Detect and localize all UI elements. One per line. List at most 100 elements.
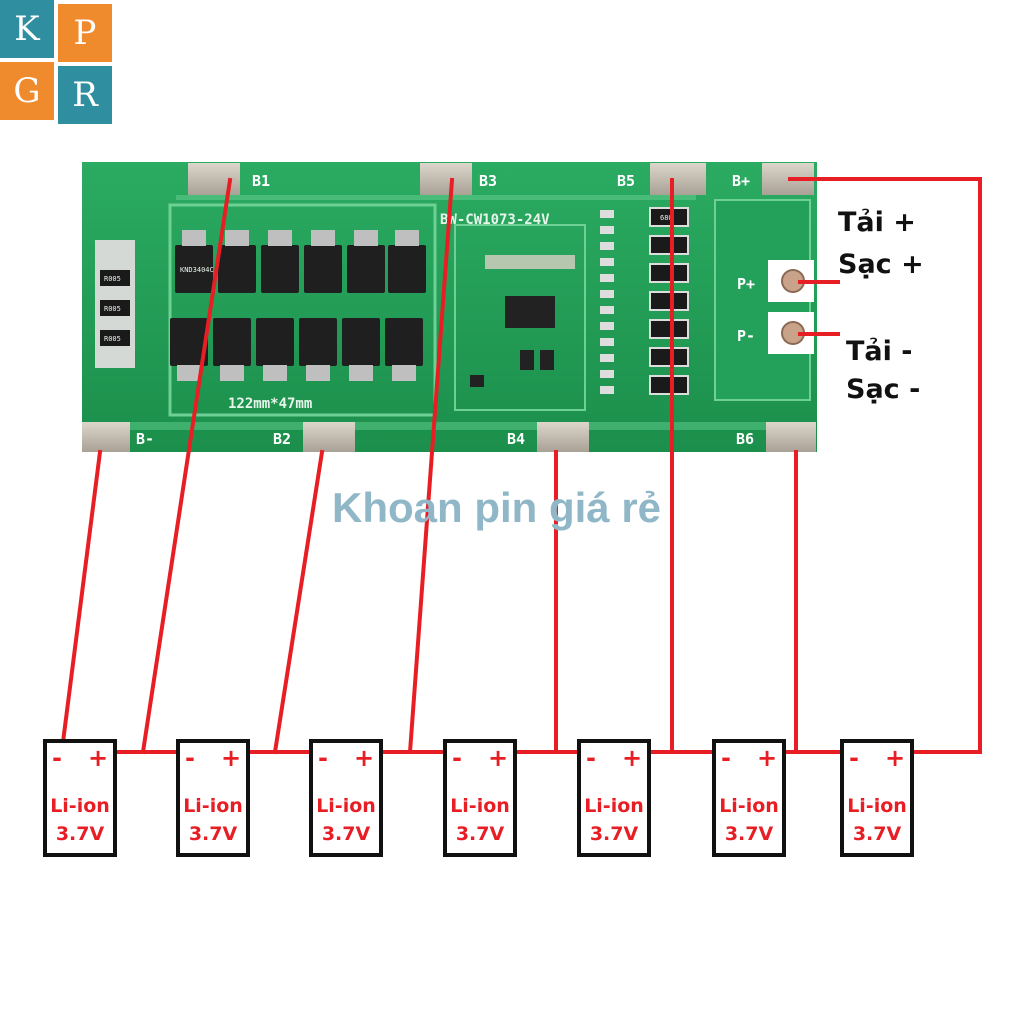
port-label-pminus: P- — [737, 327, 755, 345]
wire-bminus — [60, 449, 103, 745]
battery-cell: - + Li-ion 3.7V — [712, 739, 786, 857]
battery-cell: - + Li-ion 3.7V — [577, 739, 651, 857]
cell-type: Li-ion — [50, 795, 110, 817]
pad-label-b5: B5 — [617, 172, 635, 190]
shunt-resistors: R005 R005 R005 — [95, 240, 135, 368]
wire-b3 — [407, 177, 455, 755]
mosfet — [213, 318, 251, 381]
cell-type: Li-ion — [316, 795, 376, 817]
mosfet — [388, 230, 426, 293]
cell-minus-sign: - — [185, 744, 195, 772]
mosfet — [170, 318, 208, 381]
shunt-label: R005 — [104, 335, 121, 343]
cell-minus-sign: - — [849, 744, 859, 772]
shunt-resistor — [100, 300, 130, 316]
logo-letter-g: G — [0, 62, 54, 120]
cell-voltage: 3.7V — [456, 823, 505, 845]
cell-minus-sign: - — [721, 744, 731, 772]
wiring — [60, 177, 982, 755]
mosfet-area-outline — [168, 203, 437, 417]
controller-ic — [470, 255, 575, 387]
resistor-value-label: 680 — [660, 214, 673, 222]
battery-cells: - + Li-ion 3.7V - + Li-ion 3.7V - + Li-i… — [43, 739, 914, 857]
pad-label-bplus: B+ — [732, 172, 750, 190]
board-model-text: BW-CW1073-24V — [440, 212, 550, 228]
cell-plus-sign: + — [488, 744, 508, 772]
bottom-pads: B- B2 B4 B6 — [82, 422, 816, 452]
battery-cell: - + Li-ion 3.7V — [840, 739, 914, 857]
cell-type: Li-ion — [450, 795, 510, 817]
transistor — [470, 375, 484, 387]
pad-label-b3: B3 — [479, 172, 497, 190]
capacitor — [540, 350, 554, 370]
cell-plus-sign: + — [622, 744, 642, 772]
cell-type: Li-ion — [183, 795, 243, 817]
pad-label-bminus: B- — [136, 430, 154, 448]
shunt-resistor — [100, 330, 130, 346]
cell-voltage: 3.7V — [853, 823, 902, 845]
cell-type: Li-ion — [584, 795, 644, 817]
logo-letter-k: K — [0, 0, 54, 58]
pad-b3 — [420, 163, 472, 195]
mosfet-part-label: KND3404C — [180, 266, 214, 274]
battery-cell: - + Li-ion 3.7V — [176, 739, 250, 857]
mosfet — [175, 230, 213, 293]
pad-label-b6: B6 — [736, 430, 754, 448]
mosfet-array: KND3404C — [170, 230, 426, 381]
cell-minus-sign: - — [452, 744, 462, 772]
battery-cell: - + Li-ion 3.7V — [443, 739, 517, 857]
wire-b1 — [140, 177, 233, 755]
mosfet — [261, 230, 299, 293]
shunt-label: R005 — [104, 275, 121, 283]
pad-b4 — [537, 422, 589, 452]
pad-bminus — [82, 422, 130, 452]
pad-b2 — [303, 422, 355, 452]
ic-area-outline — [454, 224, 586, 411]
cell-minus-sign: - — [52, 744, 62, 772]
pad-label-b2: B2 — [273, 430, 291, 448]
mosfet — [342, 318, 380, 381]
cell-type: Li-ion — [719, 795, 779, 817]
cell-voltage: 3.7V — [56, 823, 105, 845]
mosfet — [347, 230, 385, 293]
pad-b1 — [188, 163, 240, 195]
trace — [90, 422, 810, 430]
pad-b6 — [766, 422, 816, 452]
cell-plus-sign: + — [354, 744, 374, 772]
ic-body — [505, 296, 555, 328]
cell-voltage: 3.7V — [590, 823, 639, 845]
label-load-positive: Tải + — [838, 207, 916, 238]
mosfet — [256, 318, 294, 381]
label-load-negative: Tải - — [846, 336, 913, 367]
cell-plus-sign: + — [757, 744, 777, 772]
kpgr-logo: K P G R — [0, 0, 113, 124]
wire-b2 — [272, 449, 325, 755]
label-charge-positive: Sạc + — [838, 249, 924, 280]
cell-voltage: 3.7V — [322, 823, 371, 845]
label-charge-negative: Sạc - — [846, 374, 920, 405]
cell-plus-sign: + — [885, 744, 905, 772]
cell-voltage: 3.7V — [725, 823, 774, 845]
shunt-resistor — [100, 270, 130, 286]
cell-type: Li-ion — [847, 795, 907, 817]
shunt-label: R005 — [104, 305, 121, 313]
pad-label-b4: B4 — [507, 430, 525, 448]
resistor-array — [485, 255, 575, 269]
battery-cell: - + Li-ion 3.7V — [43, 739, 117, 857]
capacitor — [520, 350, 534, 370]
pad-b5 — [650, 163, 706, 195]
logo-letter-r: R — [58, 66, 112, 124]
pad-label-b1: B1 — [252, 172, 270, 190]
watermark-text: Khoan pin giá rẻ — [332, 484, 661, 531]
mosfet — [385, 318, 423, 381]
cell-plus-sign: + — [221, 744, 241, 772]
battery-cell: - + Li-ion 3.7V — [309, 739, 383, 857]
terminal-labels: Tải + Sạc + Tải - Sạc - — [838, 207, 924, 405]
cell-minus-sign: - — [586, 744, 596, 772]
trace — [176, 195, 696, 200]
bms-board: B1 B3 B5 B+ B- B2 B4 B6 BW-CW1073-24V 12… — [82, 162, 817, 452]
logo-letter-p: P — [58, 4, 112, 62]
cell-voltage: 3.7V — [189, 823, 238, 845]
mosfet — [218, 230, 256, 293]
